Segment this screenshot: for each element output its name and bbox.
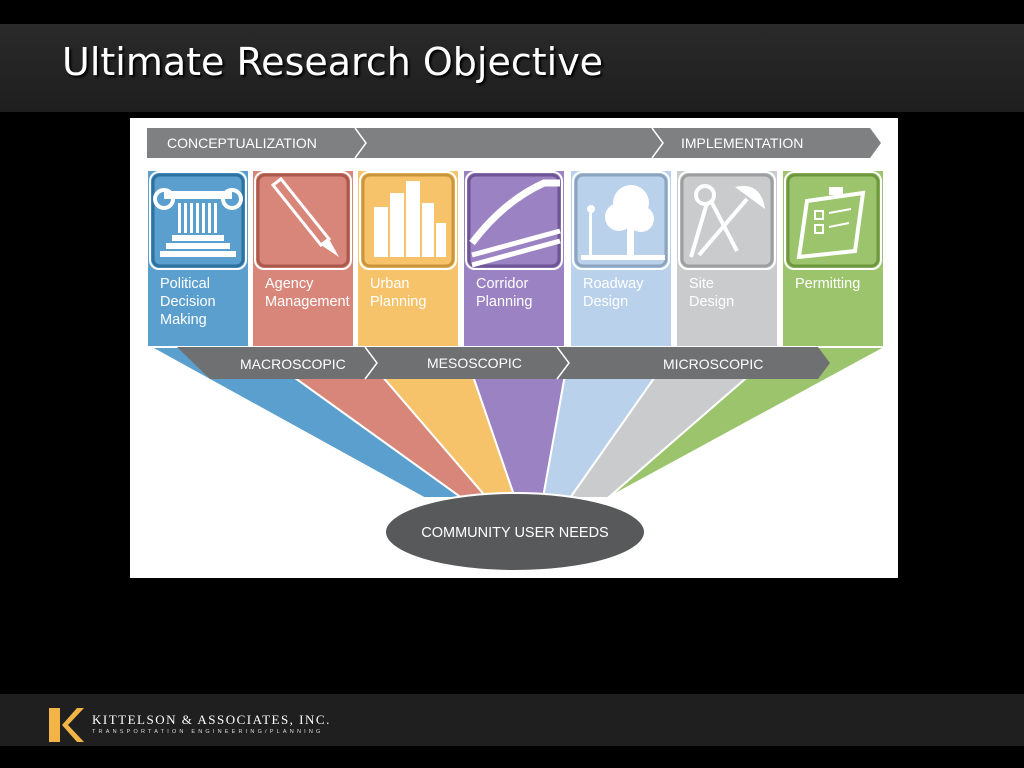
macroscopic-arrow bbox=[177, 347, 377, 379]
fan-rays bbox=[149, 346, 887, 499]
scale-arrow-band: MACROSCOPIC MESOSCOPIC MICROSCOPIC bbox=[177, 346, 830, 380]
scale-label-microscopic: MICROSCOPIC bbox=[663, 356, 763, 372]
tree-icon bbox=[581, 185, 665, 260]
stage-label: Permitting bbox=[795, 276, 860, 292]
buildings-icon bbox=[374, 181, 446, 257]
company-tagline: TRANSPORTATION ENGINEERING/PLANNING bbox=[92, 729, 324, 735]
kittelson-logo bbox=[47, 706, 85, 744]
mesoscopic-arrow bbox=[365, 347, 569, 379]
stage-permitting: Permitting bbox=[781, 169, 885, 348]
phase-label-left: CONCEPTUALIZATION bbox=[167, 135, 317, 151]
community-needs-label: COMMUNITY USER NEEDS bbox=[421, 525, 608, 541]
conceptualization-arrow bbox=[147, 128, 366, 158]
pencil-icon bbox=[270, 176, 339, 257]
middle-arrow bbox=[355, 128, 663, 158]
community-needs-ellipse bbox=[384, 492, 646, 572]
phase-label-right: IMPLEMENTATION bbox=[681, 135, 803, 151]
footer-bar bbox=[0, 694, 1024, 746]
clipboard-icon bbox=[796, 187, 866, 260]
title-bar bbox=[0, 24, 1024, 112]
corridor-icon bbox=[469, 179, 561, 268]
column-icon bbox=[153, 188, 243, 257]
tools-icon bbox=[689, 184, 765, 258]
company-name: KITTELSON & ASSOCIATES, INC. bbox=[92, 712, 331, 727]
slide-title: Ultimate Research Objective bbox=[62, 40, 604, 84]
scale-label-macroscopic: MACROSCOPIC bbox=[240, 356, 346, 372]
phase-arrow-band: CONCEPTUALIZATION IMPLEMENTATION bbox=[147, 127, 881, 159]
microscopic-arrow bbox=[557, 347, 830, 379]
scale-label-mesoscopic: MESOSCOPIC bbox=[427, 355, 522, 371]
implementation-arrow bbox=[652, 128, 881, 158]
